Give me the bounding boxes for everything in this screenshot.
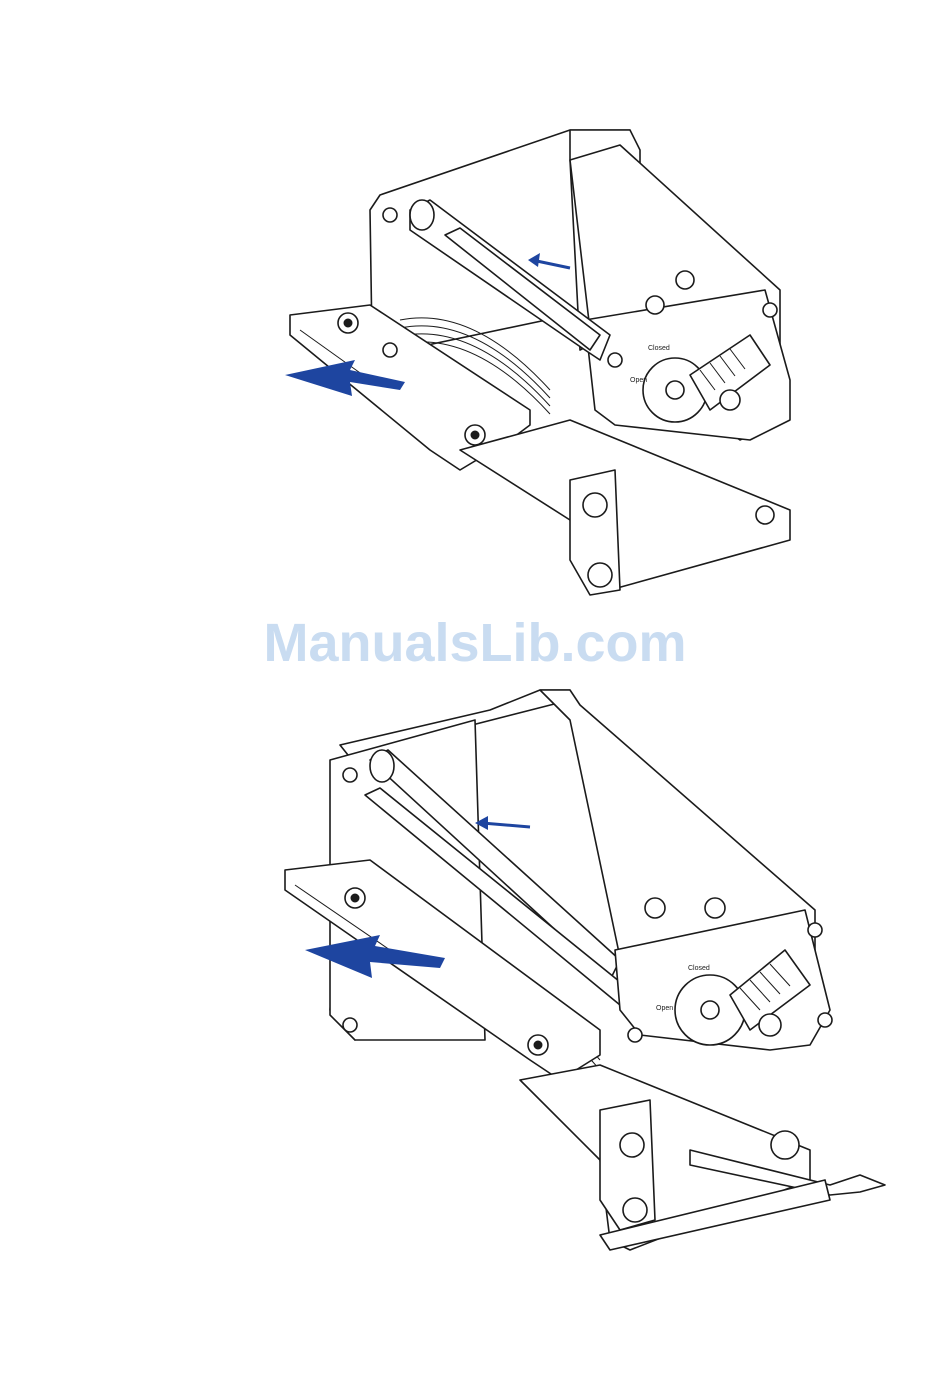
platen-roller-end [410, 200, 434, 230]
watermark: ManualsLib.com [0, 612, 950, 674]
lower-frame [460, 420, 790, 590]
label-closed: Closed [648, 345, 670, 352]
adjust-knob [646, 296, 664, 314]
label-open: Open [656, 1005, 673, 1012]
printhead-removal-illustration-bottom: Closed Open [270, 680, 900, 1260]
printer-mechanism-drawing-open: Closed Open [270, 680, 900, 1260]
printhead-removal-illustration-top: Closed Open [270, 120, 810, 600]
platen-roller-end [370, 750, 394, 782]
adjust-knob [645, 898, 665, 918]
adjust-knob [705, 898, 725, 918]
label-open: Open [630, 377, 647, 384]
printer-mechanism-drawing: Closed Open [270, 120, 810, 600]
label-closed: Closed [688, 965, 710, 972]
release-arrow [482, 823, 530, 827]
adjust-knob [676, 271, 694, 289]
